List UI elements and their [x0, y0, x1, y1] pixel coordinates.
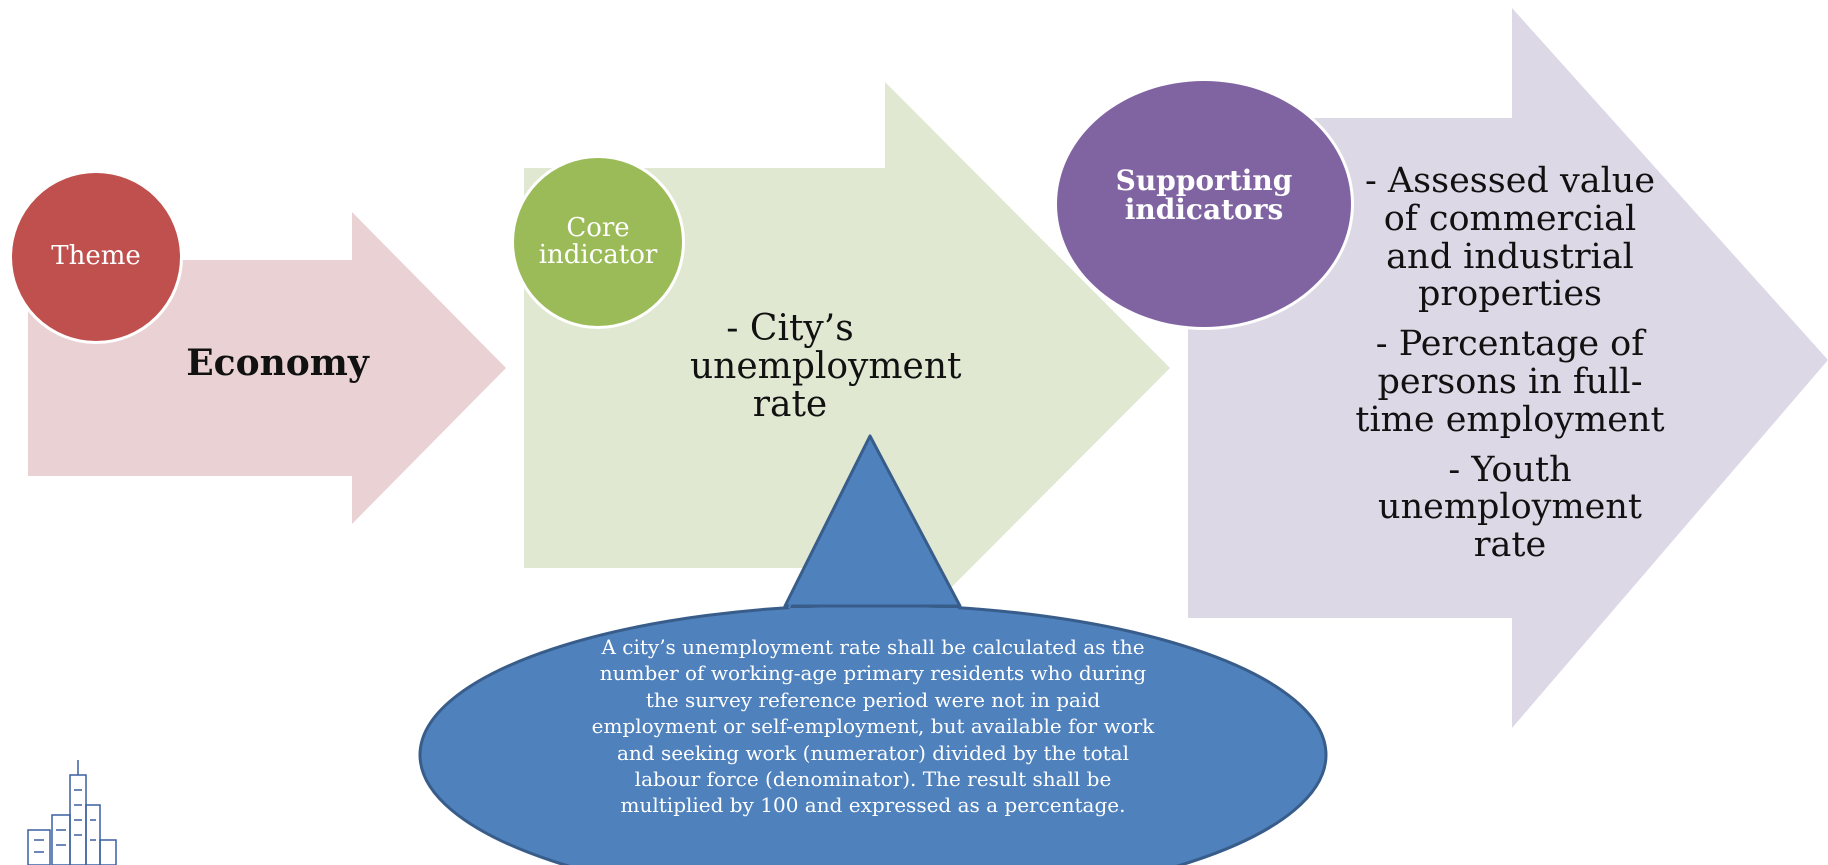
theme-value: Economy — [170, 345, 385, 381]
supporting-item-line: unemployment — [1378, 487, 1642, 528]
supporting-item-line: persons in full- — [1377, 361, 1643, 402]
definition-line: employment or self-employment, but avail… — [591, 714, 1155, 739]
definition-line: and seeking work (numerator) divided by … — [616, 740, 1129, 765]
core-value-line2: unemployment — [690, 345, 962, 387]
supporting-indicators-list: - Assessed value of commercial and indus… — [1345, 161, 1675, 577]
supporting-indicators-badge: Supporting indicators — [1054, 78, 1354, 330]
supporting-item: - Youth unemployment rate — [1345, 449, 1675, 566]
callout-pointer — [783, 434, 962, 608]
supporting-item-line: time employment — [1355, 399, 1665, 440]
supporting-item-line: - Assessed value — [1364, 161, 1656, 201]
supporting-item-line: properties — [1418, 274, 1602, 315]
supporting-item-line: and industrial — [1386, 236, 1634, 277]
supporting-label-line1: Supporting — [1115, 163, 1293, 197]
definition-line: multiplied by 100 and expressed as a per… — [620, 793, 1126, 818]
supporting-item: - Assessed value of commercial and indus… — [1345, 161, 1675, 315]
core-label-line2: indicator — [538, 240, 658, 270]
theme-badge: Theme — [9, 170, 183, 344]
core-label-line1: Core — [566, 212, 630, 243]
supporting-item-line: - Youth — [1448, 449, 1572, 490]
core-value-line1: - City’s — [726, 308, 854, 349]
supporting-item: - Percentage of persons in full- time em… — [1345, 324, 1675, 440]
definition-line: A city’s unemployment rate shall be calc… — [601, 635, 1145, 659]
definition-line: number of working-age primary residents … — [599, 661, 1147, 686]
core-indicator-value: - City’s unemployment rate — [690, 308, 962, 425]
supporting-item-line: of commercial — [1383, 198, 1637, 239]
definition-line: the survey reference period were not in … — [645, 687, 1101, 712]
theme-value-text: Economy — [186, 342, 369, 384]
definition-text: A city’s unemployment rate shall be calc… — [553, 634, 1193, 819]
supporting-item-line: - Percentage of — [1375, 324, 1645, 365]
core-arrow — [524, 82, 1170, 654]
theme-label: Theme — [51, 241, 141, 272]
supporting-item-line: rate — [1473, 525, 1547, 566]
core-indicator-badge: Core indicator — [511, 155, 685, 329]
city-skyline-logo — [27, 760, 117, 865]
definition-line: labour force (denominator). The result s… — [634, 766, 1112, 791]
definition-callout — [418, 434, 1328, 865]
supporting-label-line2: indicators — [1124, 193, 1284, 226]
core-value-line3: rate — [752, 383, 828, 425]
